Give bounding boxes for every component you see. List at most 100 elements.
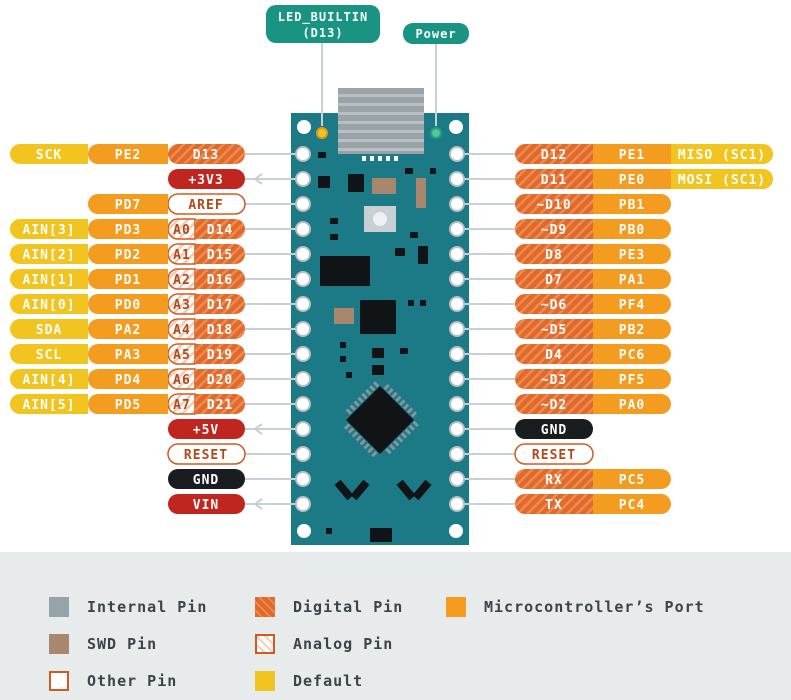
pin-pad	[295, 196, 311, 212]
pin-box	[515, 494, 593, 514]
pin-name-label: RESET	[184, 448, 228, 463]
pin-box	[168, 144, 245, 164]
port-box	[88, 194, 168, 214]
pin-box	[515, 369, 593, 389]
digital-pin-box	[195, 394, 245, 414]
chip-leg	[355, 435, 362, 442]
port-box	[593, 394, 671, 414]
pin-pad	[295, 346, 311, 362]
pin-pad	[295, 296, 311, 312]
analog-pin-label: A6	[173, 373, 191, 388]
pin-box	[515, 194, 593, 214]
legend-port: Microcontroller’s Port	[446, 596, 705, 618]
port-box	[593, 369, 671, 389]
port-box	[593, 269, 671, 289]
chip-leg	[408, 424, 416, 431]
chip-leg	[396, 436, 404, 443]
chip-leg	[404, 428, 412, 435]
pin-name-label: D4	[545, 348, 563, 363]
left-pin-row: RESET	[167, 443, 311, 465]
pin-name-label: ~D2	[541, 398, 567, 413]
pin-box	[515, 244, 593, 264]
pin-name-label: D13	[193, 148, 219, 163]
pin-name-label: ~D9	[541, 223, 567, 238]
port-box	[593, 319, 671, 339]
chip-leg	[347, 427, 355, 434]
chip-leg	[402, 403, 410, 410]
analog-pin-label: A2	[173, 273, 191, 288]
port-label: PE2	[115, 148, 141, 163]
default-label: AIN[1]	[23, 273, 76, 288]
default-label: MOSI (SC1)	[678, 173, 766, 188]
default-box	[671, 144, 773, 164]
pin-box	[167, 443, 246, 465]
chip-leg	[391, 391, 398, 399]
led-builtin-label-box	[266, 5, 380, 43]
legend-default: Default	[255, 670, 363, 692]
analog-pin-box	[167, 218, 196, 240]
pin-pad	[449, 396, 465, 412]
chip-leg	[353, 400, 360, 407]
pin-name-label: ~D5	[541, 323, 567, 338]
port-label: PD5	[115, 398, 141, 413]
analog-pin-box	[167, 268, 196, 290]
port-label: PF5	[619, 373, 645, 388]
pin-box	[515, 169, 593, 189]
arrow-icon	[253, 173, 263, 185]
chip-leg	[361, 392, 368, 400]
pin-pad	[295, 471, 311, 487]
legend-label-analog: Analog Pin	[293, 635, 394, 653]
pin-name-label: D19	[207, 348, 233, 363]
port-box	[593, 469, 671, 489]
pin-pad	[449, 171, 465, 187]
analog-pin-box	[167, 243, 196, 265]
arrow-icon	[253, 423, 263, 435]
pin-pad	[449, 146, 465, 162]
port-label: PB1	[619, 198, 645, 213]
pin-pad	[449, 446, 465, 462]
legend-swatch-port	[446, 597, 466, 617]
port-label: PD1	[115, 273, 141, 288]
pin-box	[515, 319, 593, 339]
default-box	[10, 294, 88, 314]
port-box	[593, 344, 671, 364]
arrow-icon	[253, 498, 263, 510]
default-box	[10, 269, 88, 289]
legend-label-internal: Internal Pin	[87, 598, 208, 616]
default-box	[671, 169, 773, 189]
mounting-hole	[449, 120, 463, 134]
chip-leg	[410, 411, 418, 418]
pin-pad	[449, 421, 465, 437]
arduino-board	[291, 88, 469, 545]
pin-box	[168, 469, 245, 489]
legend-label-other: Other Pin	[87, 672, 178, 690]
chip-leg	[369, 384, 376, 392]
port-box	[88, 319, 168, 339]
analog-pin-label: A1	[173, 248, 191, 263]
pin-pad	[295, 396, 311, 412]
legend-swatch-default	[255, 671, 275, 691]
legend-other: Other Pin	[49, 670, 177, 692]
chip-leg	[349, 404, 356, 411]
default-label: AIN[3]	[23, 223, 76, 238]
pin-pad	[449, 321, 465, 337]
default-box	[10, 219, 88, 239]
pin-box	[514, 443, 594, 465]
pin-pad	[295, 171, 311, 187]
port-label: PD4	[115, 373, 141, 388]
pin-box	[515, 344, 593, 364]
pin-pad	[295, 271, 311, 287]
default-label: AIN[0]	[23, 298, 76, 313]
analog-pin-label: A5	[173, 348, 191, 363]
default-box	[10, 144, 88, 164]
mounting-hole	[297, 120, 311, 134]
legend-swatch-digital	[255, 597, 275, 617]
